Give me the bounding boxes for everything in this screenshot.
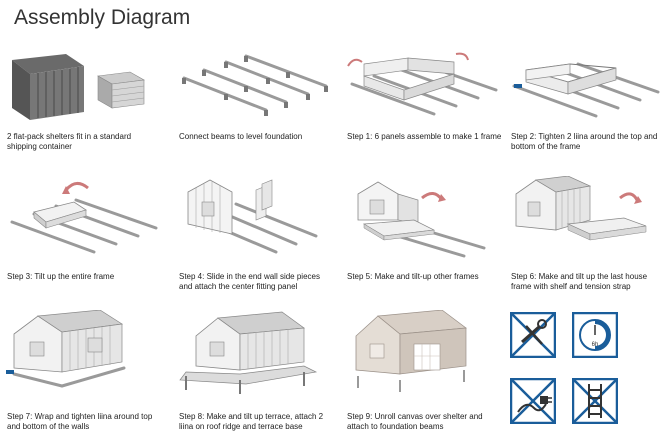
step-caption: Connect beams to level foundation (179, 132, 303, 141)
step-4: Step 4: Slide in the end wall side piece… (176, 176, 334, 314)
tilt-frame-illustration (10, 182, 158, 254)
step-caption: Step 2: Tighten 2 liina around the top a… (511, 132, 658, 151)
step-9: Step 9: Unroll canvas over shelter and a… (344, 310, 502, 448)
step-caption: Step 4: Slide in the end wall side piece… (179, 272, 320, 291)
step-caption: Step 7: Wrap and tighten liina around to… (7, 412, 153, 431)
step-2: Step 2: Tighten 2 liina around the top a… (508, 48, 660, 186)
step-caption: Step 3: Tilt up the entire frame (7, 272, 115, 281)
requirement-icons: 6h (510, 312, 650, 437)
step-foundation: Connect beams to level foundation (176, 48, 334, 186)
other-frames-illustration (357, 181, 486, 258)
step-caption: 2 flat-pack shelters fit in a standard s… (7, 132, 132, 151)
last-frame-illustration (515, 176, 647, 241)
step-caption: Step 1: 6 panels assemble to make 1 fram… (347, 132, 502, 141)
step-container: 2 flat-pack shelters fit in a standard s… (4, 48, 162, 186)
tighten-frame-illustration (512, 62, 660, 118)
canvas-illustration (355, 310, 467, 392)
step-3: Step 3: Tilt up the entire frame (4, 176, 162, 314)
step-6: Step 6: Make and tilt up the last house … (508, 176, 660, 314)
page-title: Assembly Diagram (14, 6, 191, 29)
step-caption: Step 6: Make and tilt up the last house … (511, 272, 648, 291)
step-8: Step 8: Make and tilt up terrace, attach… (176, 310, 334, 448)
no-ladder-icon (572, 378, 618, 424)
terrace-illustration (179, 311, 318, 394)
step-caption: Step 8: Make and tilt up terrace, attach… (179, 412, 324, 431)
step-caption: Step 5: Make and tilt-up other frames (347, 272, 479, 281)
step-1: Step 1: 6 panels assemble to make 1 fram… (344, 48, 502, 186)
panels-frame-illustration (347, 52, 498, 116)
no-tools-icon (510, 312, 556, 358)
wrap-walls-illustration (6, 310, 126, 388)
step-caption: Step 9: Unroll canvas over shelter and a… (347, 412, 483, 431)
six-hours-label: 6h (591, 342, 599, 348)
foundation-illustration (182, 54, 328, 116)
step-5: Step 5: Make and tilt-up other frames (344, 176, 502, 314)
step-7: Step 7: Wrap and tighten liina around to… (4, 310, 162, 448)
no-electricity-icon (510, 378, 556, 424)
six-hours-icon (572, 312, 618, 358)
container-illustration (12, 54, 145, 120)
end-wall-illustration (187, 179, 318, 254)
